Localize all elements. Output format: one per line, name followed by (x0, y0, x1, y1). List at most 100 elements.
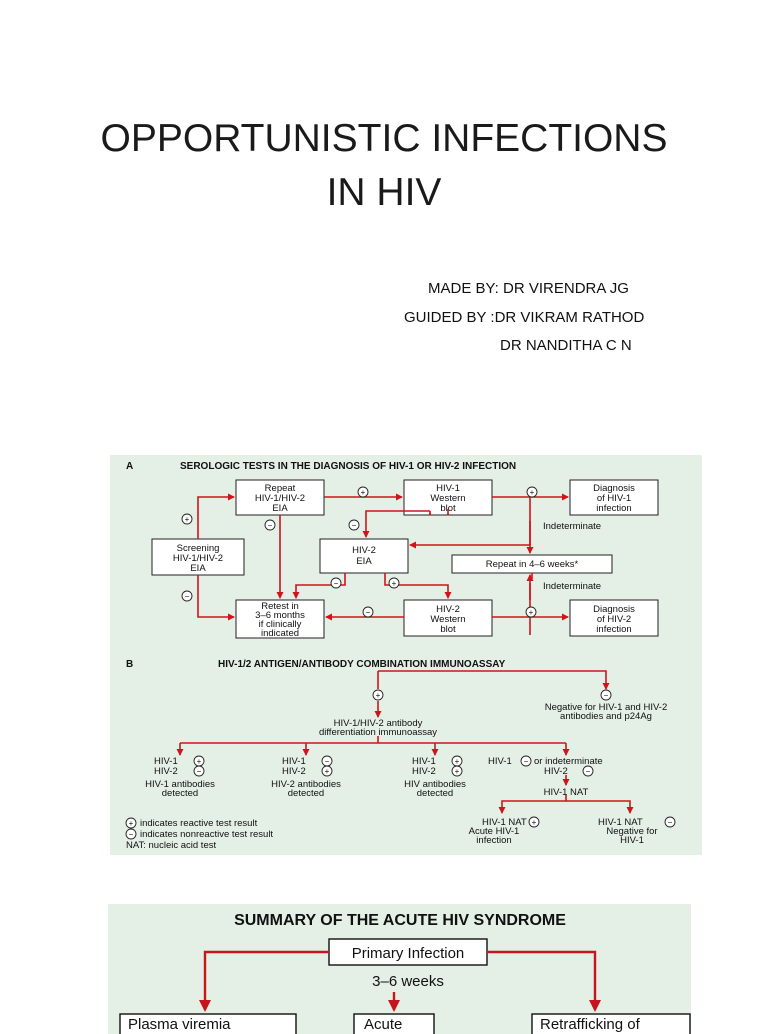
svg-text:blot: blot (440, 503, 456, 514)
svg-text:−: − (668, 818, 673, 827)
title-line-1: OPPORTUNISTIC INFECTIONS (100, 117, 668, 160)
minus-symbol: − (362, 606, 374, 618)
svg-text:Repeat in 4–6 weeks*: Repeat in 4–6 weeks* (486, 559, 579, 570)
result-hiv-detected: HIV-1 + HIV-2 + HIV antibodies detected (404, 755, 466, 799)
svg-text:HIV-1 NAT: HIV-1 NAT (598, 817, 643, 828)
flowchart-svg: A SEROLOGIC TESTS IN THE DIAGNOSIS OF HI… (125, 461, 676, 851)
svg-text:−: − (352, 521, 357, 530)
plus-symbol: + (526, 486, 538, 498)
weeks-label: 3–6 weeks (372, 973, 444, 990)
result-hiv2-detected: HIV-1 − HIV-2 + HIV-2 antibodies detecte… (271, 755, 341, 799)
svg-text:indicates reactive test result: indicates reactive test result (140, 818, 258, 829)
svg-text:EIA: EIA (356, 556, 372, 567)
svg-text:HIV antibodies: HIV antibodies (404, 779, 466, 790)
diagnosis-hiv2-box: Diagnosis of HIV-2 infection (569, 599, 659, 637)
svg-text:−: − (325, 757, 330, 766)
svg-text:−: − (604, 691, 609, 700)
svg-text:or indeterminate: or indeterminate (534, 756, 603, 767)
svg-text:Diagnosis: Diagnosis (593, 604, 635, 615)
plus-symbol: + (388, 577, 400, 589)
plasma-viremia-box: Plasma viremia (119, 1013, 297, 1034)
svg-text:+: + (129, 819, 134, 828)
svg-text:Primary Infection: Primary Infection (352, 945, 465, 962)
svg-text:+: + (185, 515, 190, 524)
svg-text:EIA: EIA (272, 503, 288, 514)
svg-text:+: + (325, 767, 330, 776)
svg-text:blot: blot (440, 624, 456, 635)
result-indeterminate: HIV-1 − or indeterminate HIV-2 − HIV-1 N… (488, 755, 603, 798)
svg-text:−: − (334, 579, 339, 588)
retrafficking-box: Retrafficking of (531, 1013, 691, 1034)
svg-text:HIV-2: HIV-2 (352, 545, 376, 556)
minus-symbol: − (181, 590, 193, 602)
minus-symbol: − (330, 577, 342, 589)
svg-text:−: − (129, 830, 134, 839)
plus-symbol: + (525, 606, 537, 618)
svg-text:Acute HIV-1: Acute HIV-1 (469, 826, 520, 837)
repeat-eia-box: Repeat HIV-1/HIV-2 EIA (235, 479, 325, 516)
differentiation-line-2: differentiation immunoassay (319, 727, 437, 738)
made-by-credit: MADE BY: DR VIRENDRA JG (428, 280, 629, 297)
syndrome-svg: SUMMARY OF THE ACUTE HIV SYNDROME Primar… (119, 912, 691, 1034)
svg-text:if clinically: if clinically (259, 619, 302, 630)
svg-text:HIV-1: HIV-1 (620, 835, 644, 846)
svg-text:HIV-1: HIV-1 (436, 483, 460, 494)
differentiation-line-1: HIV-1/HIV-2 antibody (334, 718, 423, 729)
svg-text:+: + (529, 608, 534, 617)
svg-text:Diagnosis: Diagnosis (593, 483, 635, 494)
svg-text:Repeat: Repeat (265, 483, 296, 494)
svg-text:HIV-1/HIV-2: HIV-1/HIV-2 (173, 553, 223, 564)
svg-text:Retest in: Retest in (261, 601, 299, 612)
svg-text:−: − (185, 592, 190, 601)
nat-positive-result: HIV-1 NAT + Acute HIV-1 infection (469, 816, 540, 846)
svg-text:Plasma viremia: Plasma viremia (128, 1016, 231, 1033)
svg-text:HIV-1: HIV-1 (154, 756, 178, 767)
plus-symbol: + (357, 486, 369, 498)
svg-text:infection: infection (476, 835, 511, 846)
svg-text:HIV-2: HIV-2 (282, 766, 306, 777)
nat-negative-result: HIV-1 NAT − Negative for HIV-1 (598, 816, 676, 846)
svg-text:detected: detected (288, 788, 324, 799)
svg-text:−: − (268, 521, 273, 530)
svg-text:indicates nonreactive test res: indicates nonreactive test result (140, 829, 273, 840)
indeterminate-label: Indeterminate (543, 521, 601, 532)
arrow-to-retrafficking (487, 950, 601, 1012)
panel-b-letter: B (126, 659, 133, 670)
minus-symbol: − (600, 689, 612, 701)
svg-text:HIV-1: HIV-1 (488, 756, 512, 767)
svg-text:−: − (366, 608, 371, 617)
svg-text:infection: infection (596, 503, 631, 514)
svg-text:3–6 months: 3–6 months (255, 610, 305, 621)
svg-text:+: + (532, 818, 537, 827)
hiv2-western-blot-box: HIV-2 Western blot (403, 599, 493, 637)
svg-text:Screening: Screening (177, 543, 220, 554)
page-title: OPPORTUNISTIC INFECTIONS IN HIV (0, 112, 768, 220)
panel-b-symbols: + − (372, 689, 612, 701)
hiv2-eia-box: HIV-2 EIA (319, 538, 409, 574)
svg-text:HIV-2: HIV-2 (436, 604, 460, 615)
svg-text:−: − (524, 757, 529, 766)
repeat-weeks-box: Repeat in 4–6 weeks* (451, 554, 613, 574)
svg-text:Acute: Acute (364, 1016, 402, 1033)
svg-text:HIV-2: HIV-2 (412, 766, 436, 777)
primary-infection-box: Primary Infection (328, 938, 488, 966)
svg-text:infection: infection (596, 624, 631, 635)
svg-text:Negative for: Negative for (606, 826, 657, 837)
acute-hiv-syndrome-figure: SUMMARY OF THE ACUTE HIV SYNDROME Primar… (108, 904, 691, 1034)
syndrome-title: SUMMARY OF THE ACUTE HIV SYNDROME (234, 912, 566, 929)
svg-text:−: − (197, 767, 202, 776)
result-hiv1-detected: HIV-1 + HIV-2 − HIV-1 antibodies detecte… (145, 755, 215, 799)
svg-text:HIV-1 NAT: HIV-1 NAT (544, 787, 589, 798)
svg-text:+: + (392, 579, 397, 588)
svg-text:Retrafficking of: Retrafficking of (540, 1016, 641, 1033)
svg-text:of HIV-1: of HIV-1 (597, 493, 631, 504)
svg-text:NAT: nucleic acid test: NAT: nucleic acid test (126, 840, 216, 851)
svg-text:HIV-2 antibodies: HIV-2 antibodies (271, 779, 341, 790)
panel-a-heading: SEROLOGIC TESTS IN THE DIAGNOSIS OF HIV-… (180, 461, 516, 472)
svg-text:Western: Western (430, 493, 465, 504)
svg-text:HIV-1: HIV-1 (412, 756, 436, 767)
arrow-to-plasma (199, 950, 329, 1012)
title-line-2: IN HIV (326, 171, 442, 214)
minus-symbol: − (264, 519, 276, 531)
svg-text:HIV-1 antibodies: HIV-1 antibodies (145, 779, 215, 790)
